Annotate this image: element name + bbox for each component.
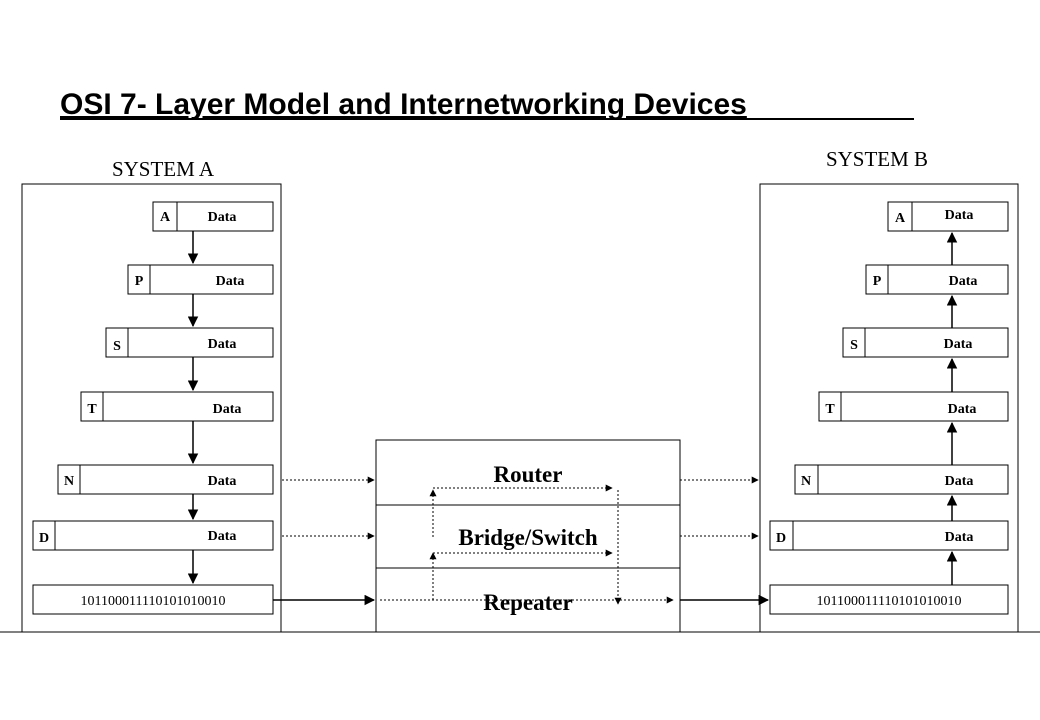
system-a-layers: A Data P Data S Data T Data N Data xyxy=(32,201,274,615)
layer-box-session: S Data xyxy=(842,327,1009,358)
layer-tag: S xyxy=(113,339,121,354)
layer-tag: P xyxy=(135,274,144,289)
layer-box-network: N Data xyxy=(794,464,1009,495)
layer-box-presentation: P Data xyxy=(127,264,274,295)
repeater-label: Repeater xyxy=(483,590,572,615)
layer-data: Data xyxy=(208,210,237,225)
layer-tag: D xyxy=(776,531,786,546)
layer-box-datalink: D Data xyxy=(32,520,274,551)
layer-data: Data xyxy=(208,474,237,489)
layer-box-transport: T Data xyxy=(818,391,1009,422)
connections-in xyxy=(273,476,376,606)
system-a-container xyxy=(21,183,282,632)
layer-tag: T xyxy=(87,402,97,417)
layer-data: Data xyxy=(213,402,242,417)
system-a-label: SYSTEM A xyxy=(112,157,215,181)
layer-data: Data xyxy=(945,474,974,489)
physical-bits-box: 101100011110101010010 xyxy=(32,584,274,615)
layer-tag: N xyxy=(801,474,811,489)
layer-data: Data xyxy=(944,337,973,352)
layer-data: Data xyxy=(945,530,974,545)
layer-data: Data xyxy=(949,274,978,289)
system-b-layers: A Data P Data S Data T Data N Data xyxy=(769,201,1009,615)
layer-data: Data xyxy=(216,274,245,289)
layer-box-presentation: P Data xyxy=(865,264,1009,295)
system-b-container xyxy=(759,183,1019,632)
layer-box-application: A Data xyxy=(152,201,274,232)
layer-tag: D xyxy=(39,531,49,546)
layer-tag: N xyxy=(64,474,74,489)
layer-box-datalink: D Data xyxy=(769,520,1009,551)
bridge-switch-label: Bridge/Switch xyxy=(458,525,597,550)
layer-data: Data xyxy=(945,208,974,223)
physical-bits-box: 101100011110101010010 xyxy=(769,584,1009,615)
layer-box-network: N Data xyxy=(57,464,274,495)
relay-paths xyxy=(380,484,674,605)
layer-box-session: S Data xyxy=(105,327,274,358)
layer-tag: S xyxy=(850,338,858,353)
layer-data: Data xyxy=(948,402,977,417)
layer-tag: P xyxy=(873,274,882,289)
connections-out xyxy=(680,476,770,606)
internetworking-devices: Router Bridge/Switch Repeater xyxy=(375,439,681,633)
layer-data: Data xyxy=(208,337,237,352)
layer-tag: A xyxy=(160,210,171,225)
layer-box-application: A Data xyxy=(887,201,1009,232)
bit-stream: 101100011110101010010 xyxy=(81,594,226,609)
router-label: Router xyxy=(494,462,563,487)
system-b-label: SYSTEM B xyxy=(826,147,928,171)
bit-stream: 101100011110101010010 xyxy=(817,594,962,609)
layer-tag: T xyxy=(825,402,835,417)
layer-box-transport: T Data xyxy=(80,391,274,422)
layer-data: Data xyxy=(208,529,237,544)
layer-tag: A xyxy=(895,211,906,226)
page-title: OSI 7- Layer Model and Internetworking D… xyxy=(60,88,747,121)
